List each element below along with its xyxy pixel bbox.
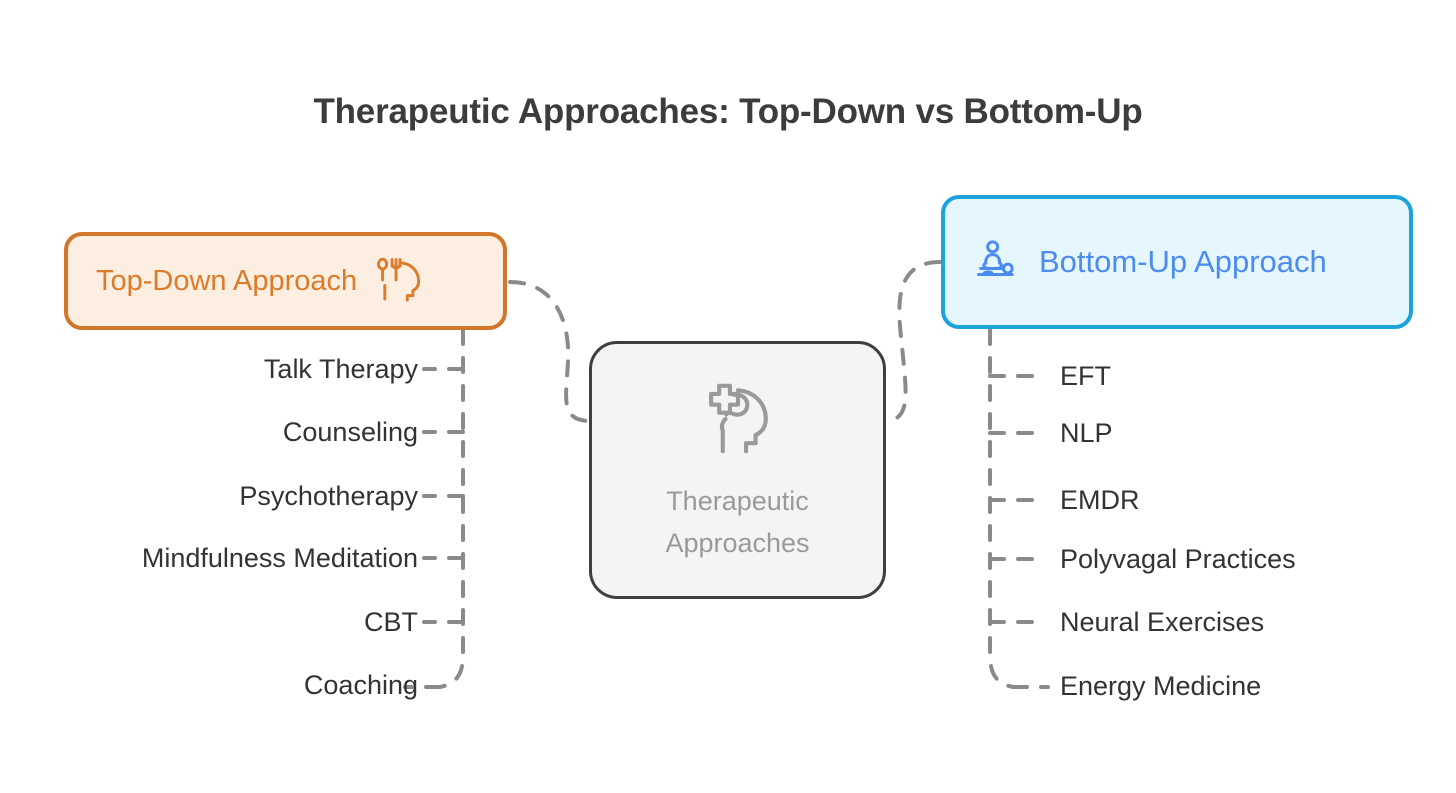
leaf-item[interactable]: Neural Exercises [1060,607,1265,637]
leaf-item[interactable]: EFT [1060,361,1111,391]
leaf-item[interactable]: EMDR [1060,485,1140,515]
leaf-item[interactable]: Polyvagal Practices [1060,544,1296,574]
leaf-item[interactable]: Mindfulness Meditation [141,543,418,573]
leaf-item[interactable]: Coaching [303,670,418,700]
head-cutlery-icon [373,254,427,308]
leaf-item[interactable]: CBT [364,607,418,637]
spine-right [988,328,1015,689]
leaf-list-bottom-up: EFT NLP EMDR Polyvagal Practices Neural … [1060,0,1456,793]
connector-topdown-to-center [508,280,591,423]
leaf-item[interactable]: Energy Medicine [1060,671,1262,701]
leaf-item[interactable]: Talk Therapy [263,354,418,384]
center-node-label: Therapeutic Approaches [665,481,809,563]
leaf-list-top-down: Talk Therapy Counseling Psychotherapy Mi… [0,0,418,793]
leaf-item[interactable]: Counseling [282,417,418,447]
spine-left [438,328,465,689]
page-title: Therapeutic Approaches: Top-Down vs Bott… [313,92,1143,131]
center-node-label-line1: Therapeutic [666,486,809,517]
center-node-label-line2: Approaches [665,527,810,558]
leaf-item[interactable]: Psychotherapy [239,481,418,511]
leaf-item[interactable]: NLP [1060,418,1113,448]
massage-therapy-icon [971,236,1023,288]
branch-label-bottom-up: Bottom-Up Approach [1039,244,1327,279]
center-node-therapeutic-approaches[interactable]: Therapeutic Approaches [589,341,886,599]
connector-bottomup-to-center [884,260,942,423]
head-medical-cross-icon [695,376,781,467]
branch-label-top-down: Top-Down Approach [96,264,358,297]
branch-box-bottom-up[interactable]: Bottom-Up Approach [941,195,1413,329]
branch-box-top-down[interactable]: Top-Down Approach [64,232,507,330]
